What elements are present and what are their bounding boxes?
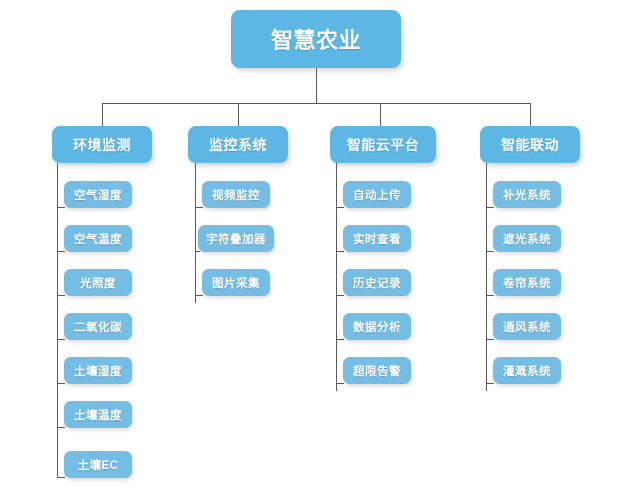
leaf-node-label: 实时查看 (353, 233, 401, 246)
connector-spine-branch-4 (486, 163, 487, 391)
leaf-node-label: 灌溉系统 (503, 365, 551, 378)
connector-stub-1-2 (57, 251, 65, 252)
leaf-node-label: 字符叠加器 (206, 233, 266, 246)
leaf-node-shading-system[interactable]: 遮光系统 (493, 225, 561, 252)
leaf-node-label: 土壤EC (77, 459, 119, 472)
branch-node-monitoring-system[interactable]: 监控系统 (188, 126, 288, 163)
branch-node-smart-cloud-platform[interactable]: 智能云平台 (330, 126, 436, 163)
leaf-node-label: 自动上传 (353, 189, 401, 202)
leaf-node-label: 视频监控 (212, 189, 260, 202)
connector-drop-branch-2 (238, 103, 239, 126)
branch-node-environmental-monitoring[interactable]: 环境监测 (52, 126, 152, 163)
leaf-node-supplemental-lighting-system[interactable]: 补光系统 (493, 181, 561, 208)
connector-stub-3-2 (336, 251, 344, 252)
connector-stub-1-6 (57, 427, 65, 428)
leaf-node-video-surveillance[interactable]: 视频监控 (202, 181, 270, 208)
leaf-node-auto-upload[interactable]: 自动上传 (343, 181, 411, 208)
leaf-node-soil-ec[interactable]: 土壤EC (64, 451, 132, 478)
leaf-node-carbon-dioxide[interactable]: 二氧化碳 (64, 313, 132, 340)
leaf-node-label: 补光系统 (503, 189, 551, 202)
connector-stub-3-5 (336, 383, 344, 384)
leaf-node-irrigation-system[interactable]: 灌溉系统 (493, 357, 561, 384)
connector-stub-2-1 (195, 207, 203, 208)
leaf-node-threshold-alarm[interactable]: 超限告警 (343, 357, 411, 384)
connector-stub-4-5 (486, 383, 494, 384)
leaf-node-label: 通风系统 (503, 321, 551, 334)
connector-drop-branch-3 (380, 103, 381, 126)
connector-spine-branch-2 (195, 163, 196, 303)
connector-stub-1-7 (57, 477, 65, 478)
connector-stub-3-1 (336, 207, 344, 208)
connector-stub-4-3 (486, 295, 494, 296)
branch-node-label: 智能云平台 (346, 136, 420, 153)
branch-node-label: 智能联动 (501, 136, 559, 153)
leaf-node-label: 卷帘系统 (503, 277, 551, 290)
connector-stub-1-1 (57, 207, 65, 208)
connector-spine-branch-1 (57, 163, 58, 478)
leaf-node-label: 光照度 (80, 277, 116, 290)
leaf-node-character-overlay[interactable]: 字符叠加器 (198, 225, 274, 252)
connector-root-stem (316, 68, 317, 103)
branch-node-label: 环境监测 (73, 136, 131, 153)
leaf-node-data-analysis[interactable]: 数据分析 (343, 313, 411, 340)
branch-node-label: 监控系统 (209, 136, 267, 153)
connector-stub-1-4 (57, 339, 65, 340)
leaf-node-label: 遮光系统 (503, 233, 551, 246)
leaf-node-soil-humidity[interactable]: 土壤湿度 (64, 357, 132, 384)
connector-stub-1-3 (57, 295, 65, 296)
connector-stub-4-1 (486, 207, 494, 208)
connector-stub-1-5 (57, 383, 65, 384)
leaf-node-label: 土壤温度 (74, 409, 122, 422)
connector-stub-3-4 (336, 339, 344, 340)
leaf-node-label: 图片采集 (212, 277, 260, 290)
connector-drop-branch-1 (102, 103, 103, 126)
connector-stub-4-4 (486, 339, 494, 340)
leaf-node-label: 历史记录 (353, 277, 401, 290)
leaf-node-label: 数据分析 (353, 321, 401, 334)
root-node-smart-agriculture[interactable]: 智慧农业 (231, 10, 401, 68)
branch-node-smart-linkage[interactable]: 智能联动 (480, 126, 580, 163)
leaf-node-ventilation-system[interactable]: 通风系统 (493, 313, 561, 340)
leaf-node-image-capture[interactable]: 图片采集 (202, 269, 270, 296)
leaf-node-air-temperature[interactable]: 空气温度 (64, 225, 132, 252)
leaf-node-history-record[interactable]: 历史记录 (343, 269, 411, 296)
leaf-node-rolling-curtain-system[interactable]: 卷帘系统 (493, 269, 561, 296)
connector-stub-2-3 (195, 295, 203, 296)
leaf-node-soil-temperature[interactable]: 土壤温度 (64, 401, 132, 428)
leaf-node-air-humidity[interactable]: 空气湿度 (64, 181, 132, 208)
connector-branch-bus (102, 103, 530, 104)
leaf-node-label: 土壤湿度 (74, 365, 122, 378)
connector-stub-3-3 (336, 295, 344, 296)
leaf-node-label: 空气温度 (74, 233, 122, 246)
leaf-node-realtime-view[interactable]: 实时查看 (343, 225, 411, 252)
connector-spine-branch-3 (336, 163, 337, 391)
connector-stub-2-2 (195, 251, 200, 252)
leaf-node-label: 二氧化碳 (74, 321, 122, 334)
connector-stub-4-2 (486, 251, 494, 252)
root-node-label: 智慧农业 (270, 28, 361, 53)
leaf-node-label: 空气湿度 (74, 189, 122, 202)
leaf-node-label: 超限告警 (353, 365, 401, 378)
connector-drop-branch-4 (530, 103, 531, 126)
leaf-node-illuminance[interactable]: 光照度 (64, 269, 132, 296)
